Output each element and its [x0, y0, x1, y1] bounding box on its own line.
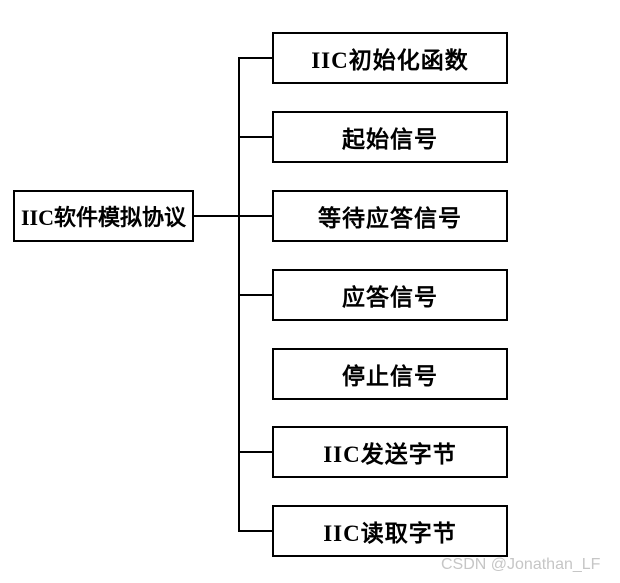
node-label: 应答信号	[342, 285, 438, 310]
branch-line-send-byte	[238, 451, 272, 453]
branch-line-read-byte	[238, 530, 272, 532]
node-ack-signal: 应答信号	[272, 269, 508, 321]
root-connector-line	[194, 215, 240, 217]
node-read-byte: IIC读取字节	[272, 505, 508, 557]
node-iic-init: IIC初始化函数	[272, 32, 508, 84]
node-wait-ack-signal: 等待应答信号	[272, 190, 508, 242]
branch-line-ack-signal	[238, 294, 272, 296]
node-start-signal: 起始信号	[272, 111, 508, 163]
node-root-label: IIC软件模拟协议	[20, 205, 186, 230]
branch-line-wait-ack	[238, 215, 272, 217]
node-label: IIC发送字节	[323, 442, 457, 467]
node-label: 起始信号	[342, 127, 438, 152]
node-label: 等待应答信号	[318, 206, 462, 231]
watermark: CSDN @Jonathan_LF	[441, 556, 601, 573]
branch-line-iic-init	[238, 57, 272, 59]
node-label: IIC读取字节	[323, 521, 457, 546]
node-stop-signal: 停止信号	[272, 348, 508, 400]
node-send-byte: IIC发送字节	[272, 426, 508, 478]
node-label: IIC初始化函数	[311, 48, 469, 73]
branch-line-start-signal	[238, 136, 272, 138]
node-label: 停止信号	[342, 364, 438, 389]
node-root-iic-protocol: IIC软件模拟协议	[13, 190, 194, 242]
